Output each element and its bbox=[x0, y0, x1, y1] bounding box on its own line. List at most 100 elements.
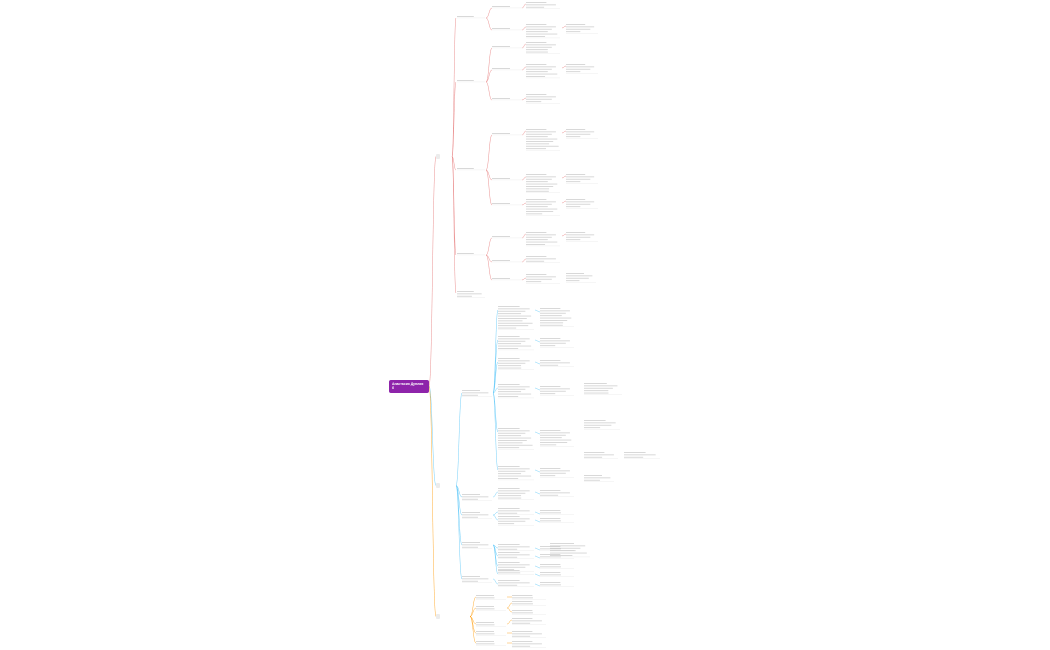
connector-branch-1-leaf bbox=[521, 130, 527, 136]
connector-branch-2-node bbox=[455, 485, 463, 546]
connector-branch-1-sub bbox=[485, 254, 493, 263]
branch-1-leaf-text bbox=[526, 256, 560, 263]
connector-branch-1-leaf-ext bbox=[561, 65, 567, 69]
connector-branch-2-leaf bbox=[534, 491, 541, 495]
branch-2-sub-text bbox=[498, 544, 534, 551]
branch-2-node-text bbox=[462, 512, 492, 519]
branch-1-leaf-text bbox=[526, 129, 560, 151]
branch-1-sub-text bbox=[492, 68, 522, 71]
connector-branch-1-leaf-ext bbox=[561, 200, 567, 204]
branch-2-leaf-text bbox=[540, 308, 574, 327]
branch-1-leaf-text bbox=[526, 24, 560, 39]
branch-1-leaf-text-ext bbox=[566, 174, 598, 184]
branch-2-leaf-text bbox=[540, 490, 574, 497]
branch-2-sub-text bbox=[498, 570, 534, 575]
branch-node-3[interactable] bbox=[436, 614, 440, 619]
branch-1-leaf-text bbox=[526, 94, 560, 104]
branch-2-sub-text bbox=[498, 488, 534, 500]
connector-branch-1-leaf bbox=[521, 202, 527, 206]
branch-1-leaf-text-ext bbox=[566, 64, 598, 74]
connector-branch-2-node bbox=[455, 392, 463, 486]
branch-1-sub-text bbox=[492, 6, 522, 9]
branch-3-sub-text bbox=[512, 601, 546, 606]
branch-3-sub-text bbox=[512, 595, 546, 600]
connector-branch-1-leaf bbox=[521, 233, 527, 239]
connector-branch-1-sub bbox=[485, 254, 493, 281]
connector-branch-2-node bbox=[455, 485, 463, 516]
branch-2-node-text bbox=[462, 542, 492, 549]
branch-2-leaf-text bbox=[540, 582, 574, 587]
branch-1-node-text bbox=[457, 291, 485, 298]
branch-3-sub-text bbox=[512, 610, 546, 615]
connector-branch-1-leaf bbox=[521, 258, 527, 263]
connector-branch-2-sub bbox=[492, 578, 499, 585]
connector-branch-1-leaf bbox=[521, 176, 527, 181]
connector-branch-2-leaf bbox=[534, 547, 541, 551]
connector-branch-2-sub bbox=[492, 392, 499, 471]
branch-2-leaf-text bbox=[540, 554, 574, 559]
branch-3-sub-text bbox=[512, 631, 546, 638]
connector-branch-2-node bbox=[455, 485, 463, 498]
branch-2-sub-text bbox=[498, 384, 534, 399]
branch-2-leaf-text bbox=[540, 386, 574, 396]
connector-branch-1-leaf-ext bbox=[561, 130, 567, 134]
connector-branch-1-leaf bbox=[521, 97, 527, 101]
branch-2-node-text bbox=[462, 576, 492, 583]
connector-branch-2-leaf bbox=[534, 555, 541, 559]
connector-branch-1-leaf bbox=[521, 277, 527, 281]
connector-branch-2-leaf bbox=[534, 431, 541, 435]
connector-branch-1-sub bbox=[485, 81, 493, 101]
branch-1-leaf-text bbox=[526, 64, 560, 79]
connector-branch-1-leaf bbox=[521, 3, 527, 9]
branch-1-node-text bbox=[457, 80, 485, 83]
connector-branch-1-leaf-ext bbox=[561, 25, 567, 29]
branch-1-sub-text bbox=[492, 133, 522, 136]
connector-branch-2-sub bbox=[492, 361, 499, 394]
connector-branch-2-leaf bbox=[534, 519, 541, 523]
branch-3-node-text bbox=[476, 631, 506, 636]
connector-branch-1-node bbox=[451, 156, 457, 171]
branch-1-leaf-text bbox=[526, 199, 560, 216]
root-node[interactable]: Анастасия Дуплия б bbox=[389, 380, 429, 393]
mind-map-leaves bbox=[457, 2, 660, 648]
branch-node-2[interactable] bbox=[436, 483, 440, 488]
branch-2-sub-text bbox=[498, 562, 534, 572]
branch-2-sub-text bbox=[498, 508, 534, 515]
branch-2-sub-text bbox=[498, 466, 534, 481]
connector-root-branch-2 bbox=[428, 385, 437, 486]
branch-2-highlight-text bbox=[584, 420, 620, 430]
branch-2-highlight-text bbox=[584, 452, 618, 459]
connector-branch-1-leaf bbox=[521, 43, 527, 49]
connector-root-branch-1 bbox=[428, 156, 437, 387]
connector-branch-1-leaf-ext bbox=[561, 233, 567, 237]
branch-2-highlight-text bbox=[550, 543, 590, 558]
branch-2-leaf-text bbox=[584, 475, 614, 482]
connector-branch-1-node bbox=[451, 17, 457, 157]
branch-1-node-text bbox=[457, 168, 485, 171]
connector-branch-2-sub bbox=[492, 511, 499, 516]
branch-1-leaf-text-ext bbox=[566, 129, 598, 139]
branch-1-leaf-text bbox=[526, 2, 560, 9]
branch-2-node-text bbox=[462, 390, 492, 397]
branch-3-sub-text bbox=[512, 641, 546, 648]
branch-2-sub-text bbox=[498, 516, 534, 526]
branch-1-leaf-text-ext bbox=[566, 24, 598, 34]
connector-root-branch-3 bbox=[428, 385, 437, 617]
connector-branch-1-sub bbox=[485, 69, 493, 83]
branch-2-leaf-text bbox=[540, 518, 574, 523]
connector-branch-1-sub bbox=[485, 7, 493, 19]
connector-branch-1-sub bbox=[485, 237, 493, 256]
connector-branch-2-leaf bbox=[534, 309, 541, 313]
branch-2-highlight-text bbox=[584, 383, 622, 395]
branch-2-sub-text bbox=[498, 428, 534, 450]
branch-3-node-text bbox=[476, 622, 506, 627]
connector-branch-1-leaf bbox=[521, 26, 527, 31]
connector-branch-1-node bbox=[451, 156, 457, 294]
connector-branch-1-sub bbox=[485, 47, 493, 83]
branch-2-sub-text bbox=[498, 306, 534, 330]
branch-2-sub-text bbox=[498, 336, 534, 351]
connector-branch-1-sub bbox=[485, 134, 493, 171]
branch-node-1[interactable] bbox=[436, 154, 440, 159]
connector-branch-3-sub bbox=[506, 619, 513, 625]
